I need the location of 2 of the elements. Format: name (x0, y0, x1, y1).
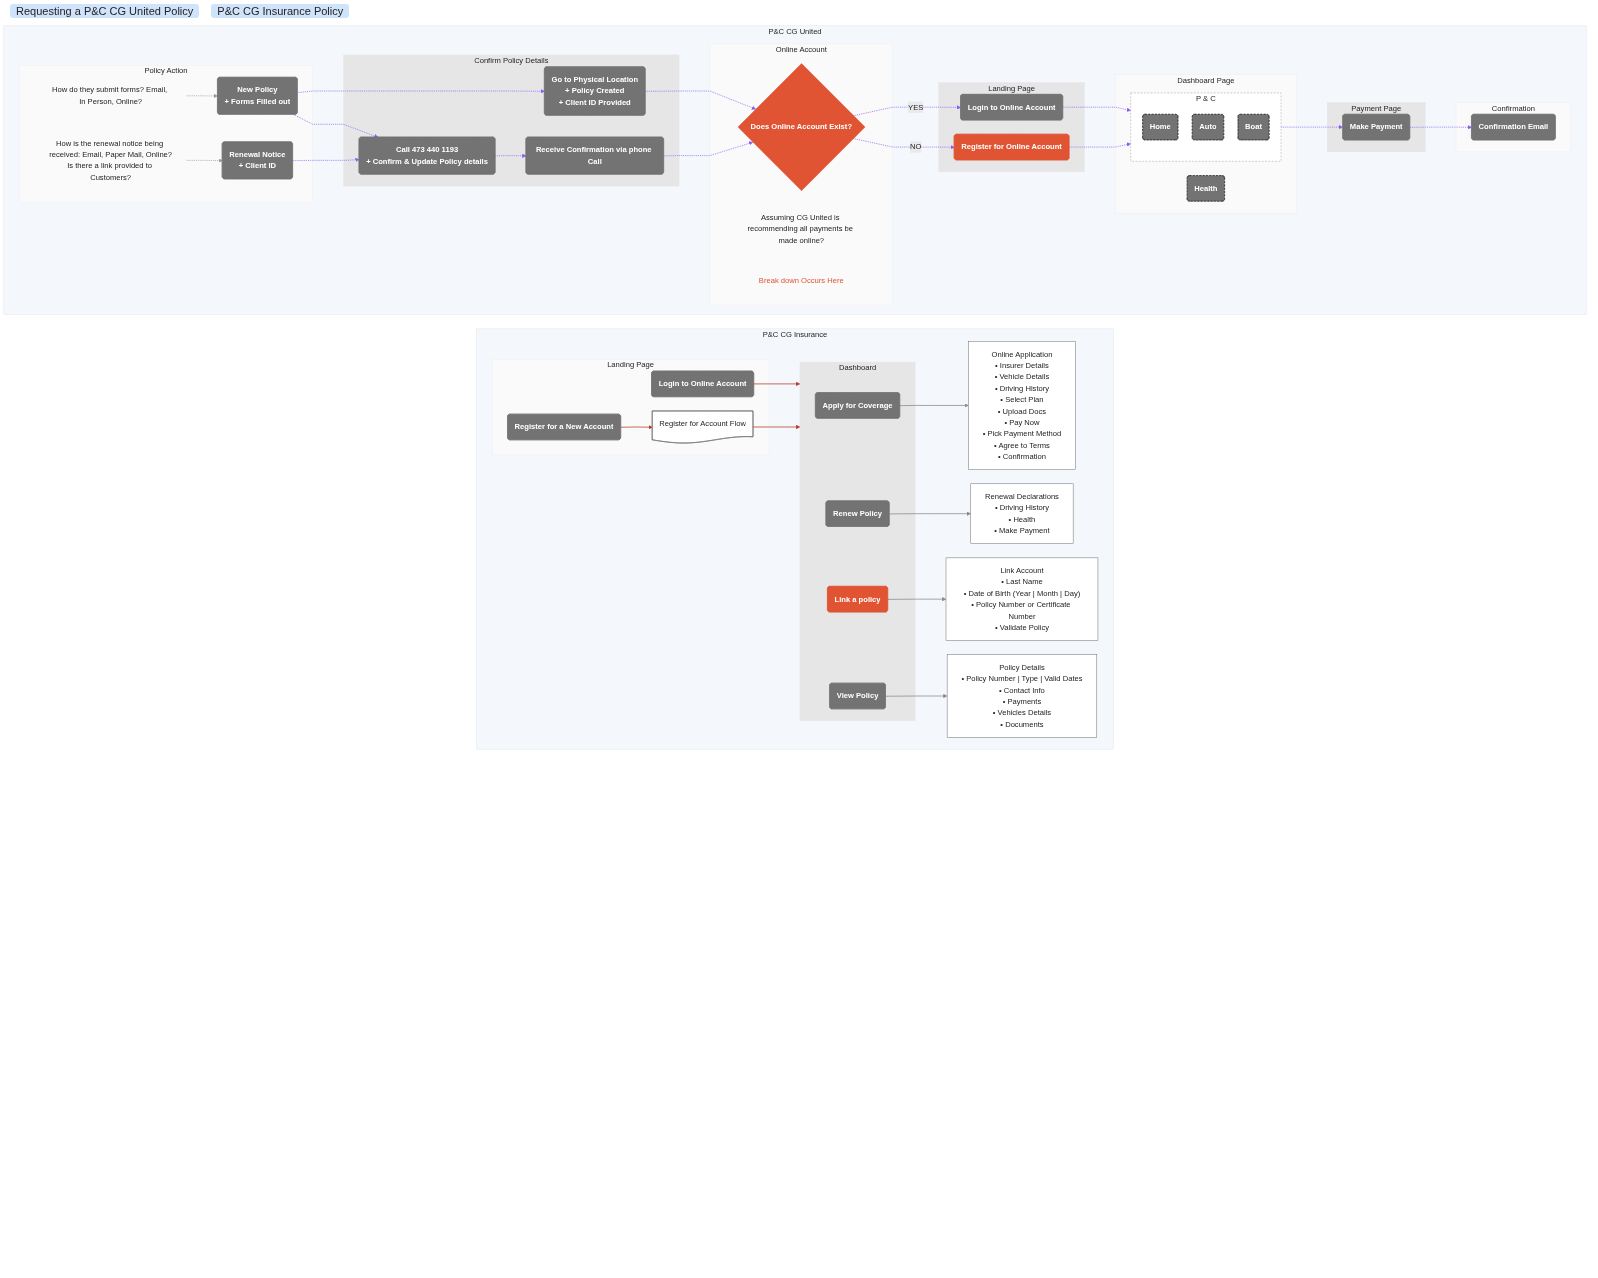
tag-label: P&C CG Insurance Policy (211, 4, 350, 18)
tag-label: Requesting a P&C CG United Policy (10, 4, 200, 18)
